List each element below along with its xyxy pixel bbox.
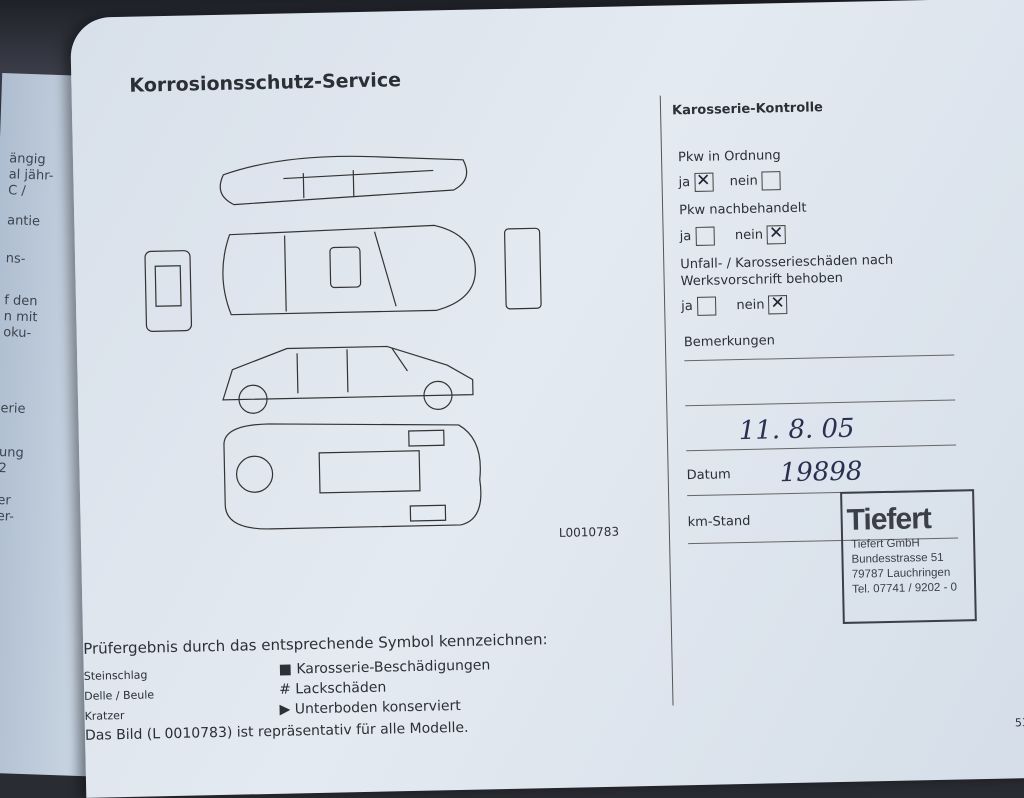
left-text: C / bbox=[7, 183, 26, 199]
left-text: ns- bbox=[5, 251, 26, 267]
left-text: al jähr- bbox=[8, 167, 54, 184]
page-title: Korrosionsschutz-Service bbox=[129, 69, 402, 97]
diagram-code: L0010783 bbox=[558, 524, 620, 540]
q3-label-1: Unfall- / Karosserieschäden nach bbox=[680, 252, 894, 273]
left-text: n mit bbox=[3, 309, 38, 326]
legend-item-damage: ■ Karosserie-Beschädigungen bbox=[279, 657, 491, 677]
left-text: er bbox=[0, 493, 11, 509]
q2-label: Pkw nachbehandelt bbox=[679, 200, 807, 219]
q3-label-2: Werksvorschrift behoben bbox=[680, 270, 844, 290]
handwritten-km: 19898 bbox=[779, 456, 863, 489]
legend-left-item: Delle / Beule bbox=[84, 688, 155, 703]
column-divider bbox=[659, 95, 674, 706]
left-text: erie bbox=[0, 401, 26, 417]
q3-options: ja nein bbox=[681, 295, 788, 316]
form-heading: Karosserie-Kontrolle bbox=[671, 100, 824, 119]
square-icon: ■ bbox=[278, 661, 293, 678]
q1-nein-label: nein bbox=[729, 173, 758, 190]
date-label: Datum bbox=[686, 467, 731, 484]
q1-ja-label: ja bbox=[678, 175, 691, 191]
q1-options: ja nein bbox=[678, 171, 781, 192]
left-text: ängig bbox=[9, 151, 46, 168]
legend-heading: Prüfergebnis durch das entsprechende Sym… bbox=[83, 630, 548, 658]
legend-left-item: Steinschlag bbox=[83, 668, 148, 683]
car-top-view bbox=[222, 224, 476, 316]
q3-nein-label: nein bbox=[736, 297, 765, 314]
handwritten-date: 11. 8. 05 bbox=[738, 413, 855, 447]
left-text: 2 bbox=[0, 461, 7, 477]
q1-ja-checkbox[interactable] bbox=[693, 172, 714, 192]
remarks-line[interactable] bbox=[686, 444, 957, 452]
q3-ja-label: ja bbox=[681, 299, 693, 315]
legend-left-item: Kratzer bbox=[84, 709, 125, 723]
car-diagram bbox=[144, 155, 542, 530]
left-text: oku- bbox=[2, 325, 32, 342]
remarks-line[interactable] bbox=[684, 354, 955, 362]
car-side-view bbox=[222, 345, 474, 414]
legend-note: Das Bild (L 0010783) ist repräsentativ f… bbox=[84, 719, 469, 744]
car-front-view bbox=[144, 250, 193, 332]
left-text: antie bbox=[6, 213, 41, 230]
dealer-stamp: Tiefert Tiefert GmbH Bundesstrasse 51 79… bbox=[840, 489, 977, 624]
q1-nein-checkbox[interactable] bbox=[761, 171, 781, 191]
q2-ja-checkbox[interactable] bbox=[695, 226, 715, 246]
q2-ja-label: ja bbox=[679, 229, 692, 245]
legend-label: Karosserie-Beschädigungen bbox=[296, 657, 491, 678]
km-label: km-Stand bbox=[687, 513, 751, 531]
q3-nein-checkbox[interactable] bbox=[768, 295, 788, 315]
q1-label: Pkw in Ordnung bbox=[677, 148, 781, 166]
remarks-label: Bemerkungen bbox=[683, 333, 776, 351]
page-number: 53 bbox=[1014, 716, 1024, 730]
hash-icon: # bbox=[278, 681, 292, 698]
car-underbody-view bbox=[223, 423, 482, 530]
car-side-view-top bbox=[219, 155, 468, 206]
left-text: f den bbox=[4, 293, 38, 310]
legend-item-paint: # Lackschäden bbox=[279, 680, 386, 698]
stamp-logo: Tiefert bbox=[846, 502, 932, 537]
legend-item-underbody: ▶ Unterboden konserviert bbox=[279, 698, 461, 718]
car-rear-view bbox=[503, 227, 542, 310]
q2-nein-label: nein bbox=[734, 227, 764, 244]
stamp-phone: Tel. 07741 / 9202 - 0 bbox=[852, 581, 958, 596]
left-text: ung bbox=[0, 445, 24, 461]
q2-options: ja nein bbox=[680, 225, 787, 246]
triangle-icon: ▶ bbox=[279, 701, 291, 718]
q2-nein-checkbox[interactable] bbox=[766, 225, 787, 245]
remarks-line[interactable] bbox=[685, 399, 956, 407]
legend-label: Unterboden konserviert bbox=[294, 697, 461, 718]
legend-label: Lackschäden bbox=[295, 679, 387, 698]
left-text: er- bbox=[0, 509, 15, 525]
service-page: Korrosionsschutz-Service L0010783 Kaross… bbox=[70, 0, 1024, 798]
q3-ja-checkbox[interactable] bbox=[696, 296, 716, 316]
